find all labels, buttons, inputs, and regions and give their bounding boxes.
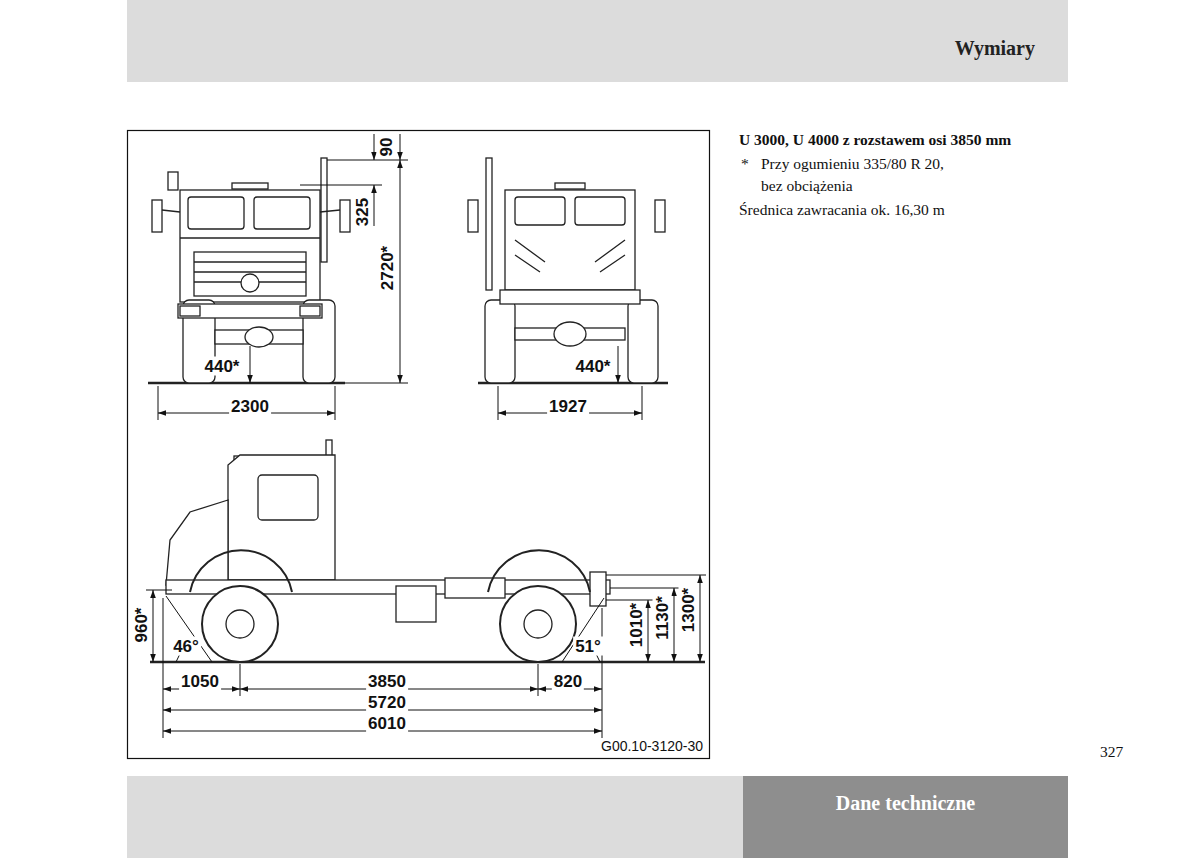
dimension-value: 440* — [574, 357, 613, 376]
dimension-value: 46° — [171, 637, 201, 656]
dimension-value: 90 — [377, 136, 396, 159]
front-view — [148, 158, 350, 383]
section-tab: Dane techniczne — [743, 776, 1068, 858]
dimension-value: 960* — [132, 606, 151, 645]
footnote-mark: * — [741, 153, 749, 175]
dimension-value: 440* — [203, 357, 242, 376]
dimension-value: 1050 — [179, 672, 221, 691]
page-heading: Wymiary — [860, 35, 1035, 61]
dimension-value: 1927 — [547, 397, 589, 416]
dimension-value: 3850 — [366, 672, 408, 691]
dimension-value: 6010 — [366, 714, 408, 733]
dimension-value: 1300* — [679, 586, 698, 634]
side-view — [150, 440, 705, 662]
dimension-value: 51° — [573, 637, 603, 656]
footnote-text: Przy ogumieniu 335/80 R 20, bez obciążen… — [761, 153, 966, 197]
dimension-value: 5720 — [366, 693, 408, 712]
rear-view — [468, 158, 668, 383]
dimension-value: 2720* — [378, 244, 397, 292]
page-number: 327 — [1100, 741, 1123, 763]
dimension-value: 820 — [552, 672, 584, 691]
section-name: Dane techniczne — [743, 790, 1068, 816]
footer-band — [127, 776, 743, 858]
dimension-value: 325 — [353, 196, 372, 228]
dimension-lines — [146, 134, 706, 738]
dimension-value: 1130* — [653, 594, 672, 642]
drawing-frame — [128, 131, 710, 759]
header-band — [127, 0, 1068, 82]
drawing-code: G00.10-3120-30 — [599, 738, 705, 754]
dimension-value: 1010* — [627, 601, 646, 649]
model-heading: U 3000, U 4000 z rozstawem osi 3850 mm — [739, 129, 1011, 151]
dimension-value: 2300 — [229, 397, 271, 416]
turning-circle-note: Średnica zawracania ok. 16,30 m — [739, 199, 945, 221]
